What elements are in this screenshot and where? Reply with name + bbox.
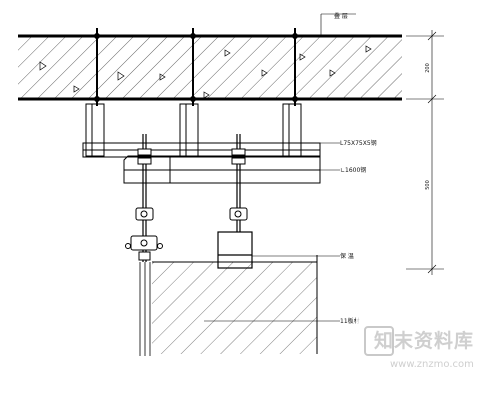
main-channel <box>82 142 321 158</box>
secondary-angle <box>123 155 321 184</box>
leader-lines <box>204 13 356 322</box>
rod-fasteners <box>125 148 248 261</box>
aggregate-marks <box>39 45 372 99</box>
dimension-slab: 200 <box>425 63 431 73</box>
label-top-right: 叠 层 <box>334 13 348 20</box>
watermark: 知末资料库 www.znzmo.com <box>356 296 502 405</box>
watermark-brand: 知末资料库 <box>374 330 475 352</box>
label-angle-plate: ∟1600钢 <box>340 166 366 174</box>
watermark-url: www.znzmo.com <box>390 359 474 370</box>
concrete-slab <box>18 34 402 101</box>
angle-brackets <box>85 103 302 157</box>
dimension-hanger: 500 <box>425 180 431 190</box>
label-board: 11板材 <box>340 317 360 325</box>
ceiling-board <box>139 255 318 356</box>
watermark-logo-icon <box>364 326 394 356</box>
label-insulation: 保 温 <box>340 252 354 260</box>
dimension-lines <box>406 30 444 275</box>
label-channel-steel: L75X75X5钢 <box>340 139 377 147</box>
anchor-bolts <box>94 28 298 106</box>
